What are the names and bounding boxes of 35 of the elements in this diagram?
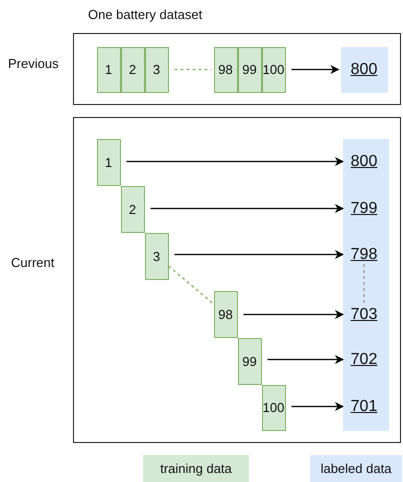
arrow	[292, 64, 340, 74]
label-value: 798	[345, 245, 383, 264]
training-data-block: 2	[120, 46, 144, 92]
row-label: Previous	[8, 56, 59, 71]
dashed-connector	[174, 68, 212, 70]
arrow	[126, 156, 344, 166]
arrow	[150, 204, 344, 214]
arrow	[292, 402, 344, 412]
label-column	[342, 138, 388, 430]
arrow	[268, 354, 344, 364]
dataset-title: One battery dataset	[88, 7, 202, 22]
dashed-connector	[168, 266, 214, 304]
training-data-block: 99	[238, 338, 262, 384]
arrow	[174, 250, 344, 260]
training-data-block: 100	[262, 384, 286, 430]
arrow	[244, 310, 344, 320]
label-value: 800	[345, 152, 383, 171]
label-value: 799	[345, 199, 383, 218]
legend-text: labeled data	[320, 461, 392, 476]
training-data-block: 100	[262, 46, 286, 92]
dashed-connector	[363, 264, 365, 305]
training-data-block: 3	[144, 46, 168, 92]
row-label: Current	[11, 255, 54, 270]
training-data-block: 1	[96, 138, 120, 186]
training-data-block: 99	[238, 46, 262, 92]
label-block: 800	[340, 46, 388, 92]
label-value: 703	[345, 305, 383, 324]
legend-text: training data	[160, 461, 232, 476]
training-data-block: 1	[96, 46, 120, 92]
training-data-block: 98	[214, 46, 238, 92]
training-data-block: 3	[144, 232, 168, 280]
label-value: 702	[345, 350, 383, 369]
training-data-block: 98	[214, 290, 238, 338]
label-value: 701	[345, 397, 383, 416]
training-data-block: 2	[120, 186, 144, 232]
